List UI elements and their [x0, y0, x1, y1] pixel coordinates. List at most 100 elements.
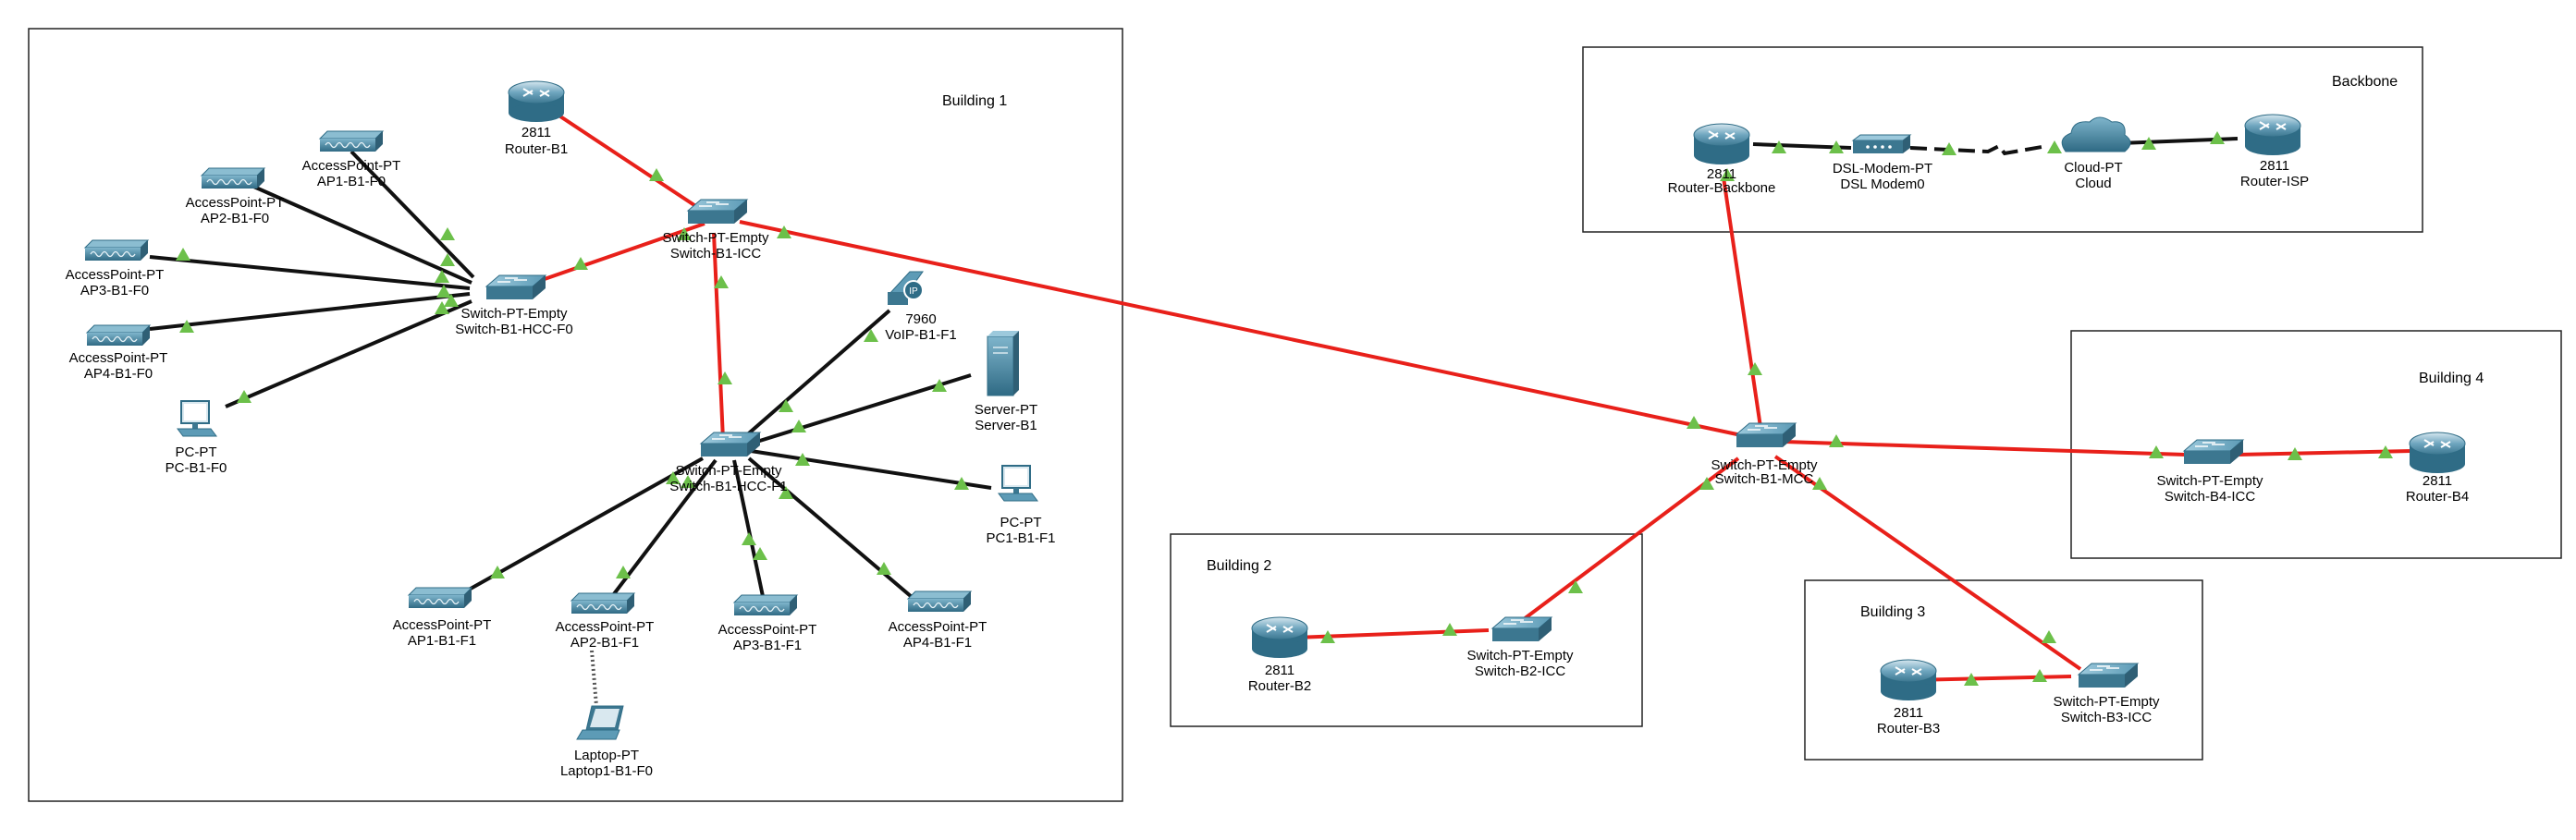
link-switch-b1-icc-switch-b1-hcc-f1[interactable] — [712, 232, 725, 441]
switch-b1-hcc-f1[interactable]: Switch-PT-Empty Switch-B1-HCC-F1 — [669, 432, 788, 494]
link-hcc-f0-ap3[interactable] — [149, 255, 471, 290]
link-hcc-f1-server[interactable] — [750, 373, 972, 445]
building1-area[interactable] — [28, 28, 1123, 802]
access-point-icon — [201, 167, 265, 189]
link-switch-b2-icc-router-b2[interactable] — [1294, 628, 1490, 639]
laptop-icon — [576, 705, 624, 740]
device-name-label: Switch-B1-HCC-F0 — [455, 322, 573, 337]
device-model-label: AccessPoint-PT — [186, 195, 285, 211]
switch-b1-mcc[interactable]: Switch-PT-Empty Switch-B1-MCC — [1711, 422, 1818, 487]
pc-icon — [177, 400, 217, 437]
link-hcc-f0-pc[interactable] — [225, 299, 472, 408]
device-model-label: Switch-PT-Empty — [662, 230, 769, 246]
link-router-backbone-switch-b1-mcc[interactable] — [1722, 177, 1762, 428]
link-router-b1-switch-b1-icc[interactable] — [558, 115, 710, 216]
router-icon — [1693, 123, 1750, 165]
switch-icon — [485, 274, 546, 300]
access-point-icon — [907, 590, 972, 613]
device-model-label: Switch-PT-Empty — [460, 306, 568, 322]
switch-icon — [700, 432, 761, 457]
router-icon — [508, 80, 565, 123]
device-model-label: AccessPoint-PT — [556, 619, 655, 635]
link-hcc-f0-ap4[interactable] — [149, 292, 471, 331]
device-name-label: Cloud — [2075, 176, 2111, 191]
device-name-label: AP1-B1-F0 — [317, 174, 386, 189]
ap1-b1-f0[interactable]: AccessPoint-PT AP1-B1-F0 — [302, 130, 401, 189]
device-model-label: DSL-Modem-PT — [1833, 161, 1932, 177]
device-model-label: AccessPoint-PT — [889, 619, 987, 635]
device-model-label: 2811 — [2260, 158, 2289, 174]
device-name-label: Router-ISP — [2240, 174, 2309, 189]
switch-b1-icc[interactable]: Switch-PT-Empty Switch-B1-ICC — [662, 199, 769, 262]
port-indicators — [176, 131, 2393, 686]
device-model-label: 2811 — [1265, 663, 1294, 678]
router-icon — [2244, 114, 2301, 156]
ap3-b1-f0[interactable]: AccessPoint-PT AP3-B1-F0 — [66, 239, 165, 298]
voip-b1-f1[interactable]: 7960 VoIP-B1-F1 — [885, 271, 957, 343]
switch-b3-icc[interactable]: Switch-PT-Empty Switch-B3-ICC — [2053, 663, 2160, 725]
device-model-label: 7960 — [905, 311, 936, 327]
dsl-modem0[interactable]: DSL-Modem-PT DSL Modem0 — [1833, 134, 1932, 192]
link-switch-b1-icc-switch-b1-mcc[interactable] — [739, 220, 1747, 438]
device-name-label: Switch-B1-MCC — [1715, 471, 1814, 487]
server-b1[interactable]: Server-PT Server-B1 — [975, 330, 1037, 433]
router-b2[interactable]: 2811 Router-B2 — [1248, 616, 1311, 694]
link-hcc-f0-ap2[interactable] — [249, 183, 472, 285]
device-name-label: DSL Modem0 — [1840, 177, 1924, 192]
switch-b4-icc[interactable]: Switch-PT-Empty Switch-B4-ICC — [2156, 439, 2263, 505]
device-name-label: Router-B4 — [2406, 489, 2469, 505]
building2-area[interactable] — [1170, 533, 1643, 727]
link-switch-b3-icc-router-b3[interactable] — [1909, 675, 2072, 682]
switch-icon — [2183, 439, 2244, 465]
switch-b1-hcc-f0[interactable]: Switch-PT-Empty Switch-B1-HCC-F0 — [455, 274, 573, 337]
ap3-b1-f1[interactable]: AccessPoint-PT AP3-B1-F1 — [718, 594, 817, 653]
device-model-label: Laptop-PT — [574, 748, 639, 763]
laptop1-b1-f0[interactable]: Laptop-PT Laptop1-B1-F0 — [560, 705, 653, 779]
device-model-label: Server-PT — [975, 402, 1037, 418]
switch-icon — [687, 199, 748, 225]
pc-b1-f0[interactable]: PC-PT PC-B1-F0 — [166, 400, 227, 476]
link-hcc-f1-ap3[interactable] — [732, 459, 766, 602]
device-name-label: Router-B1 — [505, 141, 568, 157]
ap2-b1-f0[interactable]: AccessPoint-PT AP2-B1-F0 — [186, 167, 285, 226]
pc1-b1-f1[interactable]: PC-PT PC1-B1-F1 — [986, 465, 1056, 546]
link-hcc-f1-voip[interactable] — [742, 309, 891, 440]
device-name-label: AP1-B1-F1 — [408, 633, 476, 649]
link-switch-b1-mcc-switch-b4-icc[interactable] — [1784, 440, 2187, 457]
switch-icon — [1736, 422, 1797, 448]
link-switch-b1-mcc-switch-b3-icc[interactable] — [1773, 455, 2082, 671]
router-b3[interactable]: 2811 Router-B3 — [1877, 659, 1940, 737]
ap1-b1-f1[interactable]: AccessPoint-PT AP1-B1-F1 — [393, 587, 492, 649]
device-model-label: Cloud-PT — [2064, 160, 2122, 176]
building4-area[interactable] — [2070, 330, 2562, 559]
cloud[interactable]: Cloud-PT Cloud — [2061, 116, 2131, 191]
router-b1[interactable]: 2811 Router-B1 — [505, 80, 568, 157]
device-model-label: AccessPoint-PT — [393, 617, 492, 633]
link-hcc-f1-pc1[interactable] — [750, 449, 992, 490]
backbone-area[interactable] — [1582, 46, 2423, 233]
link-hcc-f1-ap1[interactable] — [461, 457, 704, 595]
ap4-b1-f1[interactable]: AccessPoint-PT AP4-B1-F1 — [889, 590, 987, 651]
router-backbone[interactable]: 2811 Router-Backbone — [1668, 123, 1776, 196]
device-name-label: AP2-B1-F0 — [201, 211, 269, 226]
ap2-b1-f1[interactable]: AccessPoint-PT AP2-B1-F1 — [556, 592, 655, 651]
device-model-label: 2811 — [1894, 705, 1923, 721]
router-b4[interactable]: 2811 Router-B4 — [2406, 432, 2469, 505]
access-point-icon — [570, 592, 635, 615]
router-isp[interactable]: 2811 Router-ISP — [2240, 114, 2309, 189]
building3-area[interactable] — [1804, 579, 2203, 761]
ap4-b1-f0[interactable]: AccessPoint-PT AP4-B1-F0 — [69, 324, 168, 382]
device-name-label: Switch-B4-ICC — [2165, 489, 2256, 505]
link-hcc-f0-ap1[interactable] — [350, 150, 475, 279]
backbone-title: Backbone — [2332, 74, 2398, 90]
link-dsl-modem-cloud[interactable] — [1909, 143, 2048, 156]
link-switch-b1-icc-switch-b1-hcc-f0[interactable] — [517, 222, 705, 290]
device-name-label: Router-Backbone — [1668, 180, 1776, 196]
device-name-label: Router-B2 — [1248, 678, 1311, 694]
device-model-label: AccessPoint-PT — [66, 267, 165, 283]
pc-icon — [998, 465, 1038, 502]
link-switch-b1-mcc-switch-b2-icc[interactable] — [1515, 457, 1740, 627]
device-name-label: AP3-B1-F0 — [80, 283, 149, 298]
switch-b2-icc[interactable]: Switch-PT-Empty Switch-B2-ICC — [1466, 616, 1574, 679]
